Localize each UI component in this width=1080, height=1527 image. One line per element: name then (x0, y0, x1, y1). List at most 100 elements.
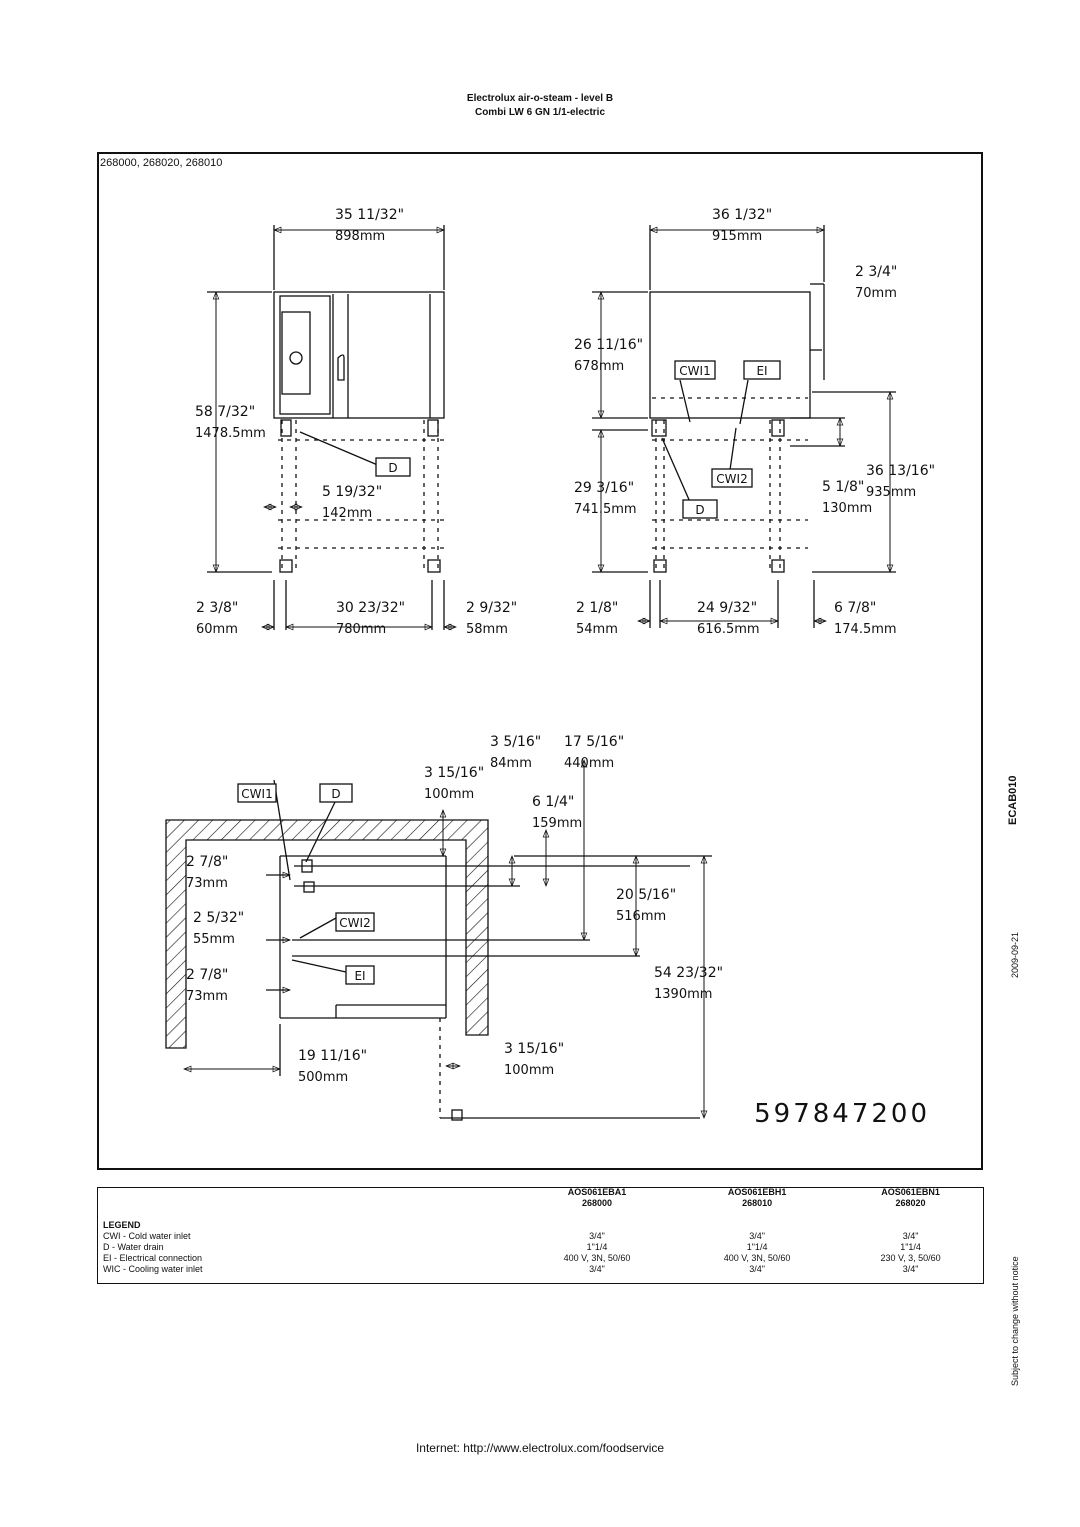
front-drain-mm: 142mm (322, 506, 372, 521)
outline-rect (375, 457, 411, 477)
outline-rect (711, 468, 753, 488)
table-row: EI - Electrical connection 400 V, 3N, 50… (97, 1253, 984, 1264)
outline-rect (280, 419, 292, 437)
outline-rect (743, 360, 781, 380)
outline-rect (653, 559, 667, 573)
label-d-side: D (695, 503, 704, 517)
wall-hatch (165, 819, 489, 1049)
outline-rect (345, 965, 375, 985)
plan-cwi1-mm: 73mm (186, 876, 228, 891)
legend-row-label: CWI - Cold water inlet (103, 1231, 191, 1241)
plan-cwi2-inch: 2 5/32" (193, 910, 244, 926)
front-drain-inch: 5 19/32" (322, 484, 382, 500)
model-numbers: 268000, 268020, 268010 (100, 157, 223, 169)
side-width-inch: 36 1/32" (712, 207, 772, 223)
outline-rect (303, 881, 315, 893)
outline-line (729, 427, 737, 471)
plan-b-mm: 440mm (564, 756, 614, 771)
plan-wall-inch: 19 11/16" (298, 1048, 367, 1064)
front-leg-left-mm: 60mm (196, 622, 238, 637)
outline-line (291, 959, 347, 973)
door-handle (337, 354, 345, 381)
plan-wall-mm: 500mm (298, 1070, 348, 1085)
model-code-2: AOS061EBH1 (727, 1187, 787, 1197)
legend-cell: 3/4" (589, 1231, 605, 1241)
side-back-inch: 2 3/4" (855, 264, 897, 280)
change-notice: Subject to change without notice (1010, 1256, 1020, 1386)
outline-rect (319, 783, 353, 803)
table-row: WIC - Cooling water inlet 3/4" 3/4" 3/4" (97, 1264, 984, 1275)
side-leg-right-inch: 6 7/8" (834, 600, 876, 616)
legend-title-row: LEGEND (97, 1220, 984, 1231)
outline-rect (651, 419, 667, 437)
control-knob (289, 351, 303, 365)
label-cwi1-plan: CWI1 (241, 787, 272, 801)
plan-g-inch: 3 15/16" (504, 1041, 564, 1057)
plan-g-mm: 100mm (504, 1063, 554, 1078)
legend-model-codes-row: AOS061EBA1 AOS061EBH1 AOS061EBN1 (97, 1187, 984, 1198)
outline-line (273, 779, 291, 881)
legend-row-label: WIC - Cooling water inlet (103, 1264, 203, 1274)
document-subtitle: Combi LW 6 GN 1/1-electric (474, 107, 606, 118)
legend-row-label: EI - Electrical connection (103, 1253, 203, 1263)
front-height-inch: 58 7/32" (195, 404, 255, 420)
outline-rect (682, 499, 718, 519)
front-leg-span-mm: 780mm (336, 622, 386, 637)
side-leg-left-inch: 2 1/8" (576, 600, 618, 616)
side-body-mm: 678mm (574, 359, 624, 374)
side-view-body (649, 291, 811, 419)
internet-address: Internet: http://www.electrolux.com/food… (415, 1441, 665, 1455)
plan-f-mm: 1390mm (654, 987, 712, 1002)
outline-rect (281, 311, 311, 395)
legend-table: AOS061EBA1 AOS061EBH1 AOS061EBN1 268000 … (97, 1187, 984, 1275)
legend-cell: 3/4" (589, 1264, 605, 1274)
document-code: ECAB010 (1007, 775, 1019, 825)
legend-model-numbers-row: 268000 268010 268020 (97, 1198, 984, 1209)
legend-cell: 3/4" (902, 1264, 919, 1274)
front-leg-left-inch: 2 3/8" (196, 600, 238, 616)
label-cwi2-plan: CWI2 (339, 916, 370, 930)
legend-cell: 1"1/4 (746, 1242, 768, 1252)
outline-line (679, 379, 691, 423)
plan-c-mm: 100mm (424, 787, 474, 802)
drawing-number: 597847200 (754, 1099, 930, 1129)
plan-a-mm: 84mm (490, 756, 532, 771)
outline-rect (279, 559, 293, 573)
legend-cell: 3/4" (749, 1264, 765, 1274)
outline-rect (427, 559, 441, 573)
plan-d-mm: 159mm (532, 816, 582, 831)
side-lower-mm: 741.5mm (574, 502, 637, 517)
plan-c-inch: 3 15/16" (424, 765, 484, 781)
side-back-mm: 70mm (855, 286, 897, 301)
side-leg-right-mm: 174.5mm (834, 622, 897, 637)
front-view-body (273, 291, 445, 419)
legend-row-label: D - Water drain (103, 1242, 164, 1252)
side-leg-span-mm: 616.5mm (697, 622, 760, 637)
side-body-inch: 26 11/16" (574, 337, 643, 353)
legend-title: LEGEND (103, 1220, 141, 1230)
model-number-3: 268020 (895, 1198, 926, 1208)
side-ei-inch: 5 1/8" (822, 479, 864, 495)
outline-line (305, 799, 337, 863)
side-total-inch: 36 13/16" (866, 463, 935, 479)
outline-rect (427, 419, 439, 437)
side-leg-left-mm: 54mm (576, 622, 618, 637)
front-leg-right-inch: 2 9/32" (466, 600, 517, 616)
label-cwi1-side: CWI1 (679, 364, 710, 378)
plan-d-inch: 6 1/4" (532, 794, 574, 810)
technical-drawing (97, 152, 983, 1170)
model-code-3: AOS061EBN1 (881, 1187, 940, 1197)
label-cwi2-side: CWI2 (716, 472, 747, 486)
outline-rect (237, 783, 277, 803)
outline-rect (279, 295, 331, 415)
front-width-inch: 35 11/32" (335, 207, 404, 223)
outline-line (739, 379, 749, 425)
plan-ei-mm: 73mm (186, 989, 228, 1004)
side-width-mm: 915mm (712, 229, 762, 244)
legend-spacer-row (97, 1209, 984, 1220)
outline-rect (771, 419, 785, 437)
legend-cell: 3/4" (902, 1231, 919, 1241)
label-ei-side: EI (756, 364, 767, 378)
plan-a-inch: 3 5/16" (490, 734, 541, 750)
